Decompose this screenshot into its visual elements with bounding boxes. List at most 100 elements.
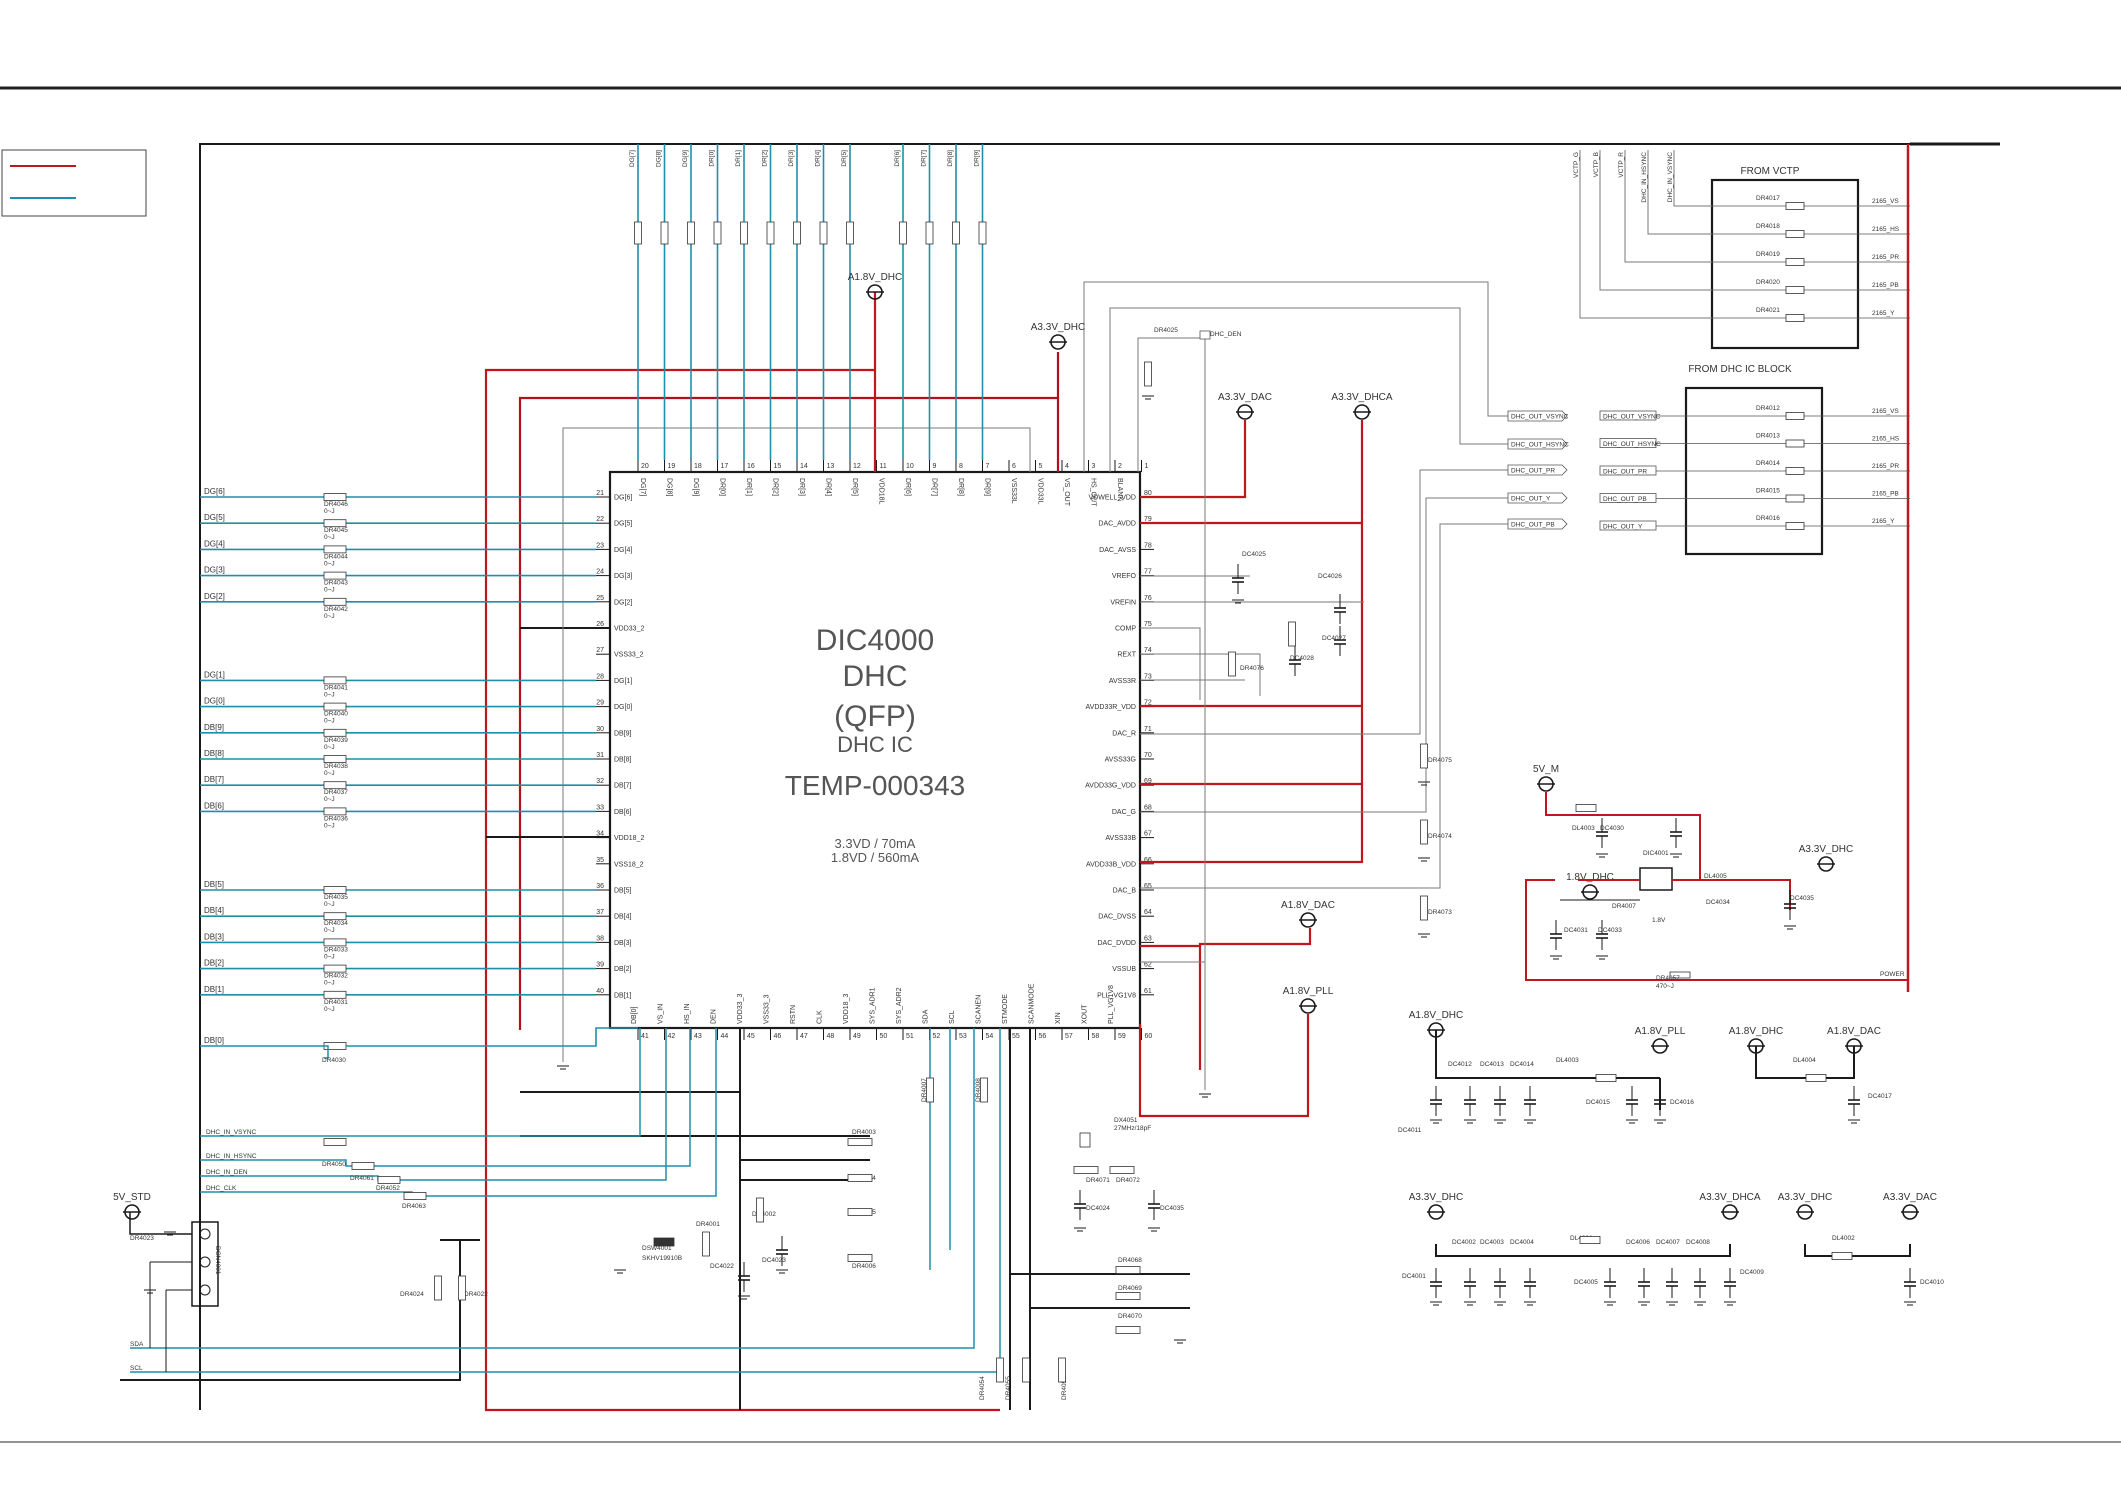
ic-bottom-pin-number: 48 (827, 1033, 835, 1040)
dsw4001-part: SKHV19910B (642, 1255, 682, 1262)
bottom-left-net-label: SDA (130, 1341, 144, 1348)
decoupling-capacitors (738, 564, 1916, 1298)
dr4003-label: DR4003 (852, 1129, 876, 1136)
vctp-resistor-ref: DR4018 (1756, 223, 1780, 230)
dr4057-body (1669, 971, 1691, 979)
ic-sub: DHC (843, 660, 908, 693)
dr4052-label: DR4052 (376, 1185, 400, 1192)
left-net-resistor-value: 0~J (324, 822, 335, 829)
dc4026-label: DC4026 (1318, 573, 1342, 580)
ic-top-pin-number: 9 (933, 463, 937, 470)
resistor-symbol (793, 221, 801, 245)
dr4025-label: DR4025 (1154, 327, 1178, 334)
resistor-symbol (1595, 1074, 1617, 1082)
ic-top-pin-number: 1 (1145, 463, 1149, 470)
ic-top-pin-name: DR[5] (851, 478, 858, 496)
left-net-label: DB[4] (204, 906, 224, 915)
resistor-symbol (323, 755, 347, 763)
ic-bottom-pin-name: VSS33_3 (764, 994, 771, 1024)
ic-top-pin-number: 7 (986, 463, 990, 470)
ic-right-pin-name: DAC_G (1112, 809, 1136, 816)
ic-top-pin-number: 15 (774, 463, 782, 470)
resistor-symbol (323, 493, 347, 501)
dhc-output-ports: DHC_OUT_VSYNCDHC_OUT_HSYNCDHC_OUT_PRDHC_… (1507, 410, 1569, 530)
ic-left-pin-number: 34 (596, 831, 604, 838)
dr4056-label: DR4056 (1061, 1376, 1068, 1400)
resistor-symbol (1785, 412, 1805, 420)
ic-right-pin-name: DAC_DVDD (1097, 940, 1136, 947)
resistor-symbol (846, 221, 854, 245)
resistor-symbol (1785, 439, 1805, 448)
resistor-symbol (740, 221, 748, 245)
dr4002-label: DR4002 (752, 1211, 776, 1218)
ic-top-pin-name: BLANK (1116, 478, 1123, 501)
left-net-label: DB[1] (204, 985, 224, 994)
ic-left-pins: 21DG[6]22DG[5]23DG[4]24DG[3]25DG[2]26VDD… (596, 490, 644, 999)
ic-left-pin-name: VSS33_2 (614, 652, 644, 659)
ic-left-pin-number: 25 (596, 595, 604, 602)
ic-top-pin-number: 18 (694, 463, 702, 470)
ic-top-pin-number: 17 (721, 463, 729, 470)
dhc-input-label: DHC_OUT_PB (1603, 496, 1647, 503)
dc4035-label: DC4035 (1790, 895, 1814, 902)
resistor-symbol (1785, 467, 1805, 475)
resistor-symbol (1288, 621, 1296, 647)
ic-right-pin-name: PLL_VG1V8 (1097, 992, 1136, 999)
resistor-symbol (980, 1077, 988, 1103)
ic-left-pin-name: VSS18_2 (614, 861, 644, 868)
ic-name: DIC4000 (816, 624, 934, 657)
left-net-resistor-ref: DR4032 (324, 973, 348, 980)
dr4063-label: DR4063 (402, 1203, 426, 1210)
crystal-symbol (1079, 1132, 1091, 1148)
regulator-section: DIC4001 DL4003 DC4030 DL4005 DR4007 1.8V… (1545, 792, 1814, 990)
ic-top-pin-name: DR[4] (825, 478, 832, 496)
dc4005-label: DC4005 (1574, 1279, 1598, 1286)
dl4003-label: DL4003 (1572, 825, 1595, 832)
ic-bottom-pin-name: XOUT (1082, 1004, 1089, 1024)
ic-left-pin-name: DG[6] (614, 495, 632, 502)
left-net-resistor-ref: DR4036 (324, 815, 348, 822)
ic-left-pin-name: DB[8] (614, 757, 632, 764)
resistor-symbol (978, 221, 987, 245)
switch-symbol (653, 1237, 675, 1247)
ic-left-pin-number: 35 (596, 857, 604, 864)
ic-bottom-pin-number: 55 (1012, 1033, 1020, 1040)
ic-left-pin-name: DB[1] (614, 992, 632, 999)
resistor-symbol (1785, 286, 1805, 294)
left-net-label: DB[2] (204, 959, 224, 968)
ic-spec-18v: 1.8VD / 560mA (831, 850, 919, 865)
ic-bottom-pin-name: VDD33_3 (737, 994, 744, 1024)
left-net-resistor-ref: DR4043 (324, 580, 348, 587)
resistor-symbol (1022, 1357, 1030, 1383)
resistor-symbol (1144, 361, 1152, 387)
ic-left-pin-number: 22 (596, 516, 604, 523)
vctp-input-wire (1599, 150, 1712, 291)
left-net-resistor-value: 0~J (324, 770, 335, 777)
ic-bottom-pin-number: 51 (906, 1033, 914, 1040)
left-net-resistor-value: 0~J (324, 953, 335, 960)
dc4006-label: DC4006 (1626, 1239, 1650, 1246)
power-rail-label: 5V_M (1533, 764, 1559, 775)
left-net-label: DG[5] (204, 513, 225, 522)
resistor-symbol (926, 1077, 934, 1103)
resistor-symbol (323, 676, 347, 685)
dx4051-label: DX4051 (1114, 1117, 1138, 1124)
dr4008-label: DR4008 (975, 1078, 982, 1102)
ic-top-pins: 20DG[7]19DG[8]18DG[9]17DR[0]16DR[1]15DR[… (637, 460, 1149, 507)
ic-right-pins: 80VDWELL_VDD79DAC_AVDD78DAC_AVSS77VREFO7… (1085, 490, 1154, 999)
ic-left-pin-name: DB[4] (614, 914, 632, 921)
ic-right-pin-number: 69 (1144, 778, 1152, 785)
dhc-input-port (1599, 520, 1657, 531)
resistor-symbol (702, 1231, 710, 1257)
power-rail-label: A1.8V_DAC (1281, 900, 1335, 911)
left-net-resistor-ref: DR4041 (324, 684, 348, 691)
top-net-label: DR[4] (815, 150, 822, 167)
ic-bottom-pin-number: 56 (1039, 1033, 1047, 1040)
ic-right-pin-number: 66 (1144, 857, 1152, 864)
left-net-label: DG[3] (204, 566, 225, 575)
dx4051-value: 27MHz/18pF (1114, 1125, 1151, 1132)
ic-bottom-pins: 41DB[0]42VS_IN43HS_IN44DEN45VDD33_346VSS… (631, 983, 1152, 1040)
dhc-input-port (1599, 465, 1657, 476)
vctp-input-wire (1624, 150, 1712, 263)
